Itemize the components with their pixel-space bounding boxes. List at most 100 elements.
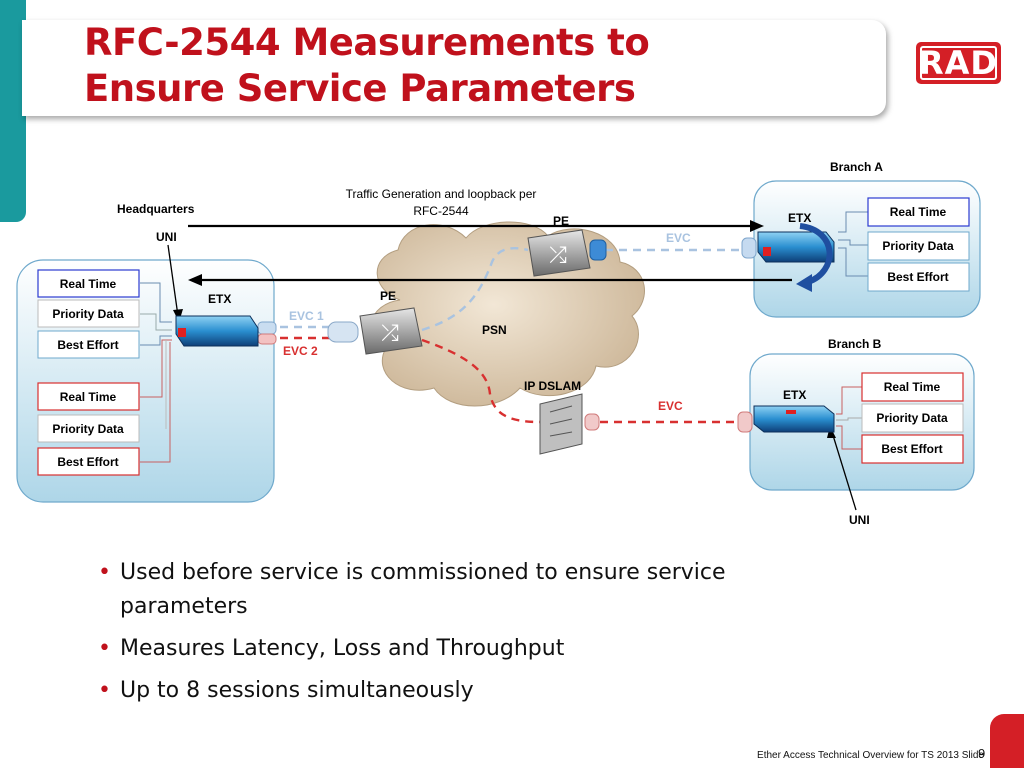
hq2-rt-label: Real Time [60,390,117,404]
hq-be-box [37,330,140,359]
corner-accent [990,714,1024,768]
plug-a-etx [741,237,757,259]
slide-title: RFC-2544 Measurements to Ensure Service … [84,20,650,112]
hq2-pd-label: Priority Data [52,422,124,436]
logo-text: RAD [919,44,998,82]
hq2-be-box [37,447,140,476]
hq-pd-label: Priority Data [52,307,124,321]
evc-1-label: EVC 1 [289,309,324,323]
etx-hq-body [175,315,259,347]
uni-hq-wire-1 [140,282,172,323]
bullet-list: Used before service is commissioned to e… [96,556,816,716]
pe-router-top: ⤮ [527,229,591,277]
pe-router-left: ⤮ [359,307,423,355]
etx-hq-badge [178,328,186,337]
a-pd-label: Priority Data [882,239,954,253]
uni-b-wire-3 [836,425,862,450]
uni-a-wire-1 [838,211,868,233]
branch-a-label: Branch A [830,160,883,174]
ip-dslam-device [539,393,583,455]
plug-b-etx [737,411,753,433]
pe-top-label: PE [553,214,569,228]
uni-hq-wire-3 [140,335,172,346]
page-number: 9 [978,746,986,761]
hq-pd-box [37,299,140,328]
dslam-line-3 [549,431,573,437]
evc-2-label: EVC 2 [283,344,318,358]
bullet-item-2: Measures Latency, Loss and Throughput [96,632,816,666]
hq2-pd-box [37,414,140,443]
b-pd-label: Priority Data [876,411,948,425]
a-rt-box [867,197,970,227]
rad-logo: RAD [916,42,1001,84]
dslam-body [539,393,583,455]
pe-left-glyph: ⤮ [381,321,399,346]
evc-b-label: EVC [658,399,683,413]
title-line-2: Ensure Service Parameters [84,67,636,110]
bullet-item-3: Up to 8 sessions simultaneously [96,674,816,708]
etx-b-badge [786,410,796,414]
loopback-arrow-head [796,274,812,292]
etx-b-label: ETX [783,388,806,402]
hq2-rt-box [37,382,140,411]
psn-label: PSN [482,323,507,337]
plug-hq-evc2 [257,333,277,345]
traffic-note-line-2: RFC-2544 [413,204,469,218]
headquarters-label: Headquarters [117,202,195,216]
plug-pe-left [327,321,359,343]
pe-left-body [359,307,423,355]
uni-hq-wire-2 [140,313,172,331]
connector-plugs [257,237,757,433]
dslam-line-2 [549,418,573,425]
pe-top-glyph: ⤮ [549,243,567,268]
evc-a-label: EVC [666,231,691,245]
uni-b-wire-1 [836,386,862,415]
logo-frame [920,46,997,80]
bullet-item-1: Used before service is commissioned to e… [96,556,816,624]
branch-b-label: Branch B [828,337,882,351]
etx-a-label: ETX [788,211,811,225]
a-rt-label: Real Time [890,205,947,219]
plug-dslam [584,413,600,431]
a-be-box [867,262,970,292]
plug-pe-top [589,239,607,261]
etx-b-body [753,405,835,433]
etx-device-branch-a [757,231,835,263]
title-line-1: RFC-2544 Measurements to [84,21,650,64]
uni-top-label: UNI [156,230,177,244]
b-be-box [861,434,964,464]
slide-footer: Ether Access Technical Overview for TS 2… [757,750,984,761]
evc-1-psn-link [421,247,529,332]
left-accent-bar [0,0,26,222]
loopback-arc [799,223,833,285]
uni-bottom-label: UNI [849,513,870,527]
b-rt-label: Real Time [884,380,941,394]
plug-hq-evc1 [257,321,277,335]
ip-dslam-label: IP DSLAM [524,379,581,393]
b-rt-box [861,372,964,402]
uni-b-wire-2 [836,417,862,421]
uni-bottom-pointer [831,431,857,511]
traffic-note-line-1: Traffic Generation and loopback per [346,187,537,201]
a-be-label: Best Effort [887,270,948,284]
evc-2-psn-link [421,338,541,424]
uni-top-pointer [167,244,179,317]
etx-a-body [757,231,835,263]
network-diagram: ⤮ ⤮ Real Time Priority Data Best Effort … [16,160,981,527]
hq-rt-label: Real Time [60,277,117,291]
pe-top-body [527,229,591,277]
b-be-label: Best Effort [881,442,942,456]
arrow-head-out [750,220,764,232]
uni-hq-wire-4 [140,339,172,398]
etx-device-hq [175,315,259,347]
hq-rt-box [37,269,140,298]
etx-device-branch-b [753,405,835,433]
uni-a-wire-3 [838,247,868,277]
etx-hq-label: ETX [208,292,231,306]
arrow-head-back [188,274,202,286]
hq-be-label: Best Effort [57,338,118,352]
etx-a-badge [763,247,771,256]
a-pd-box [867,231,970,261]
uni-a-wire-2 [838,239,868,246]
hq2-be-label: Best Effort [57,455,118,469]
